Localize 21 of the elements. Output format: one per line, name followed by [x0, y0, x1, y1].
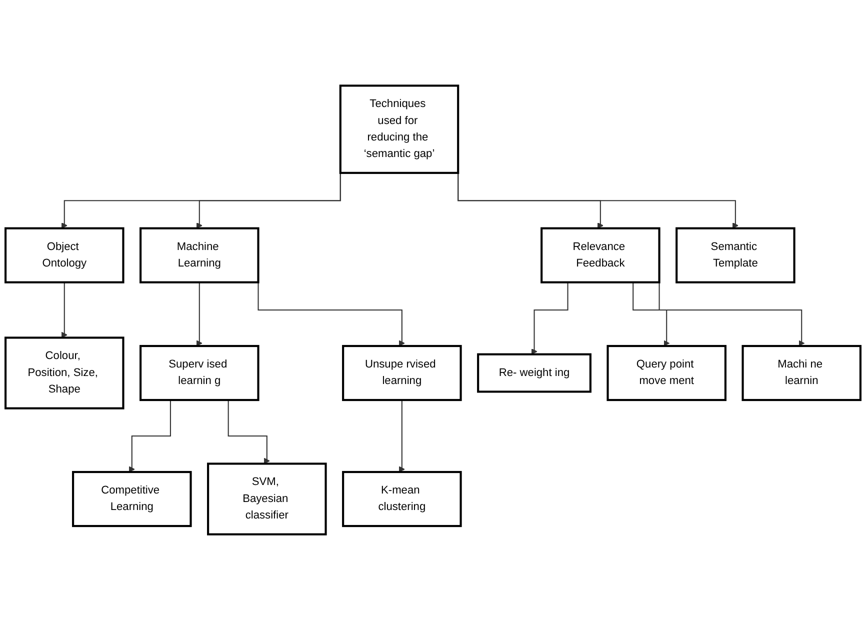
node-box: Colour, Position, Size, Shape: [4, 336, 124, 410]
node-box: Relevance Feedback: [540, 227, 660, 284]
arrow: [632, 282, 670, 346]
arrow: [196, 282, 202, 346]
node-box: Object Ontology: [4, 227, 124, 284]
arrow: [61, 282, 68, 338]
arrow: [398, 400, 405, 472]
node-box: Machi ne learnin: [742, 344, 862, 402]
node-box: Superv ised learnin g: [140, 344, 260, 402]
node-box: Machine Learning: [140, 227, 260, 284]
node-box: K-mean clustering: [342, 470, 462, 528]
node-box: Query point move ment: [606, 344, 726, 402]
arrow: [228, 400, 270, 464]
node-box: SVM, Bayesian classifier: [207, 462, 327, 536]
arrow: [128, 400, 171, 472]
node-box: Semantic Template: [676, 227, 796, 284]
node-box: Competitive Learning: [72, 470, 192, 528]
node-box: Unsupe rvised learning: [342, 344, 462, 402]
arrow: [531, 282, 568, 355]
node-box: Re- weight ing: [477, 353, 592, 393]
node-box: Techniques used for reducing the ‘semantic gap’: [339, 84, 460, 174]
